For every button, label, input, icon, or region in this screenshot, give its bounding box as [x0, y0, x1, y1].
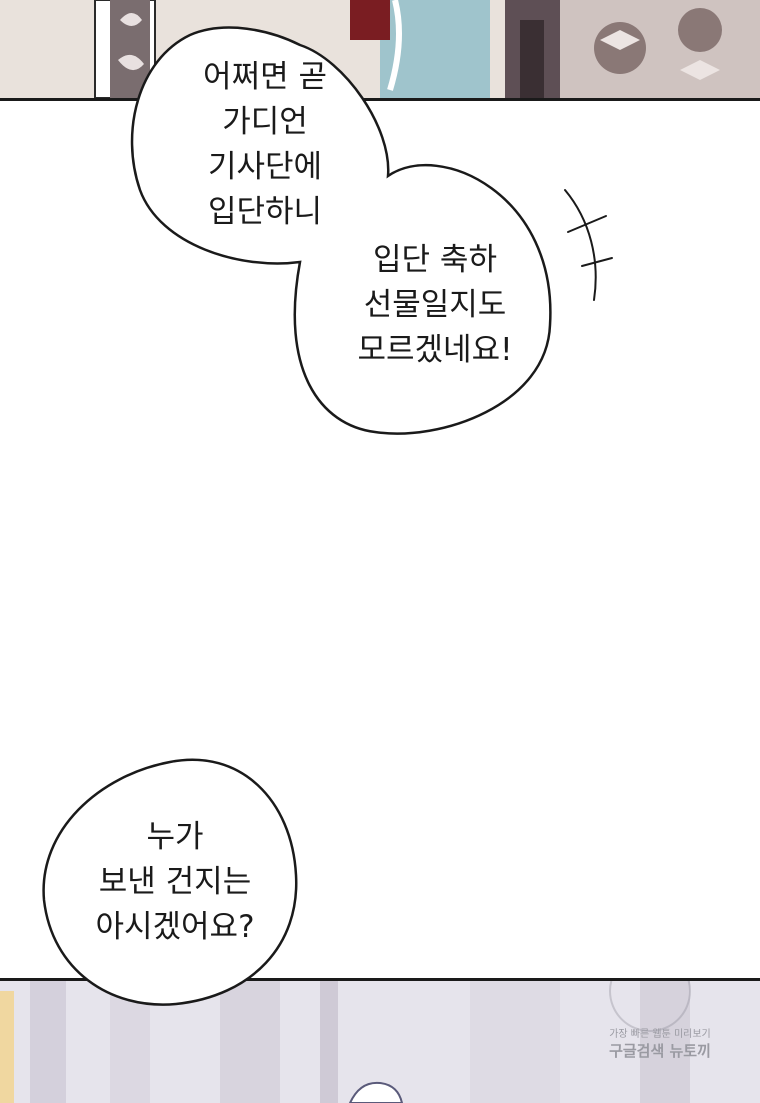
bubble-text-line: 어쩌면 곧: [203, 59, 327, 95]
top-panel-illustration: [94, 0, 760, 98]
watermark-line-1: 가장 빠른 웹툰 미리보기: [609, 1029, 711, 1040]
bubble-text-line: 아시겠어요?: [95, 909, 255, 945]
speech-bubble-1: [130, 26, 552, 435]
bubble-text-line: 모르겠네요!: [357, 332, 513, 368]
bubble-2-text: 누가 보낸 건지는 아시겠어요?: [70, 815, 280, 950]
site-watermark: 가장 빠른 웹툰 미리보기 구글검색 뉴토끼: [560, 1028, 760, 1061]
bubble-text-line: 입단하니: [207, 194, 323, 230]
bottom-art-panel: [0, 978, 760, 1103]
bubble-text-line: 가디언: [222, 104, 308, 140]
bubble-1-lower-text: 입단 축하 선물일지도 모르겠네요!: [330, 238, 540, 373]
bubble-text-line: 누가: [146, 819, 204, 855]
watermark-line-2: 구글검색 뉴토끼: [609, 1042, 711, 1060]
bubble-text-line: 보낸 건지는: [98, 864, 252, 900]
bubble-text-line: 선물일지도: [363, 287, 507, 323]
bubble-1-upper-text: 어쩌면 곧 가디언 기사단에 입단하니: [175, 55, 355, 235]
speech-bubble-2: [42, 758, 298, 1006]
top-art-panel: [0, 0, 760, 101]
bubble-text-line: 기사단에: [207, 149, 323, 185]
emphasis-tick-marks: [564, 189, 613, 301]
bottom-panel-illustration: [0, 981, 760, 1103]
bubble-text-line: 입단 축하: [373, 242, 497, 278]
